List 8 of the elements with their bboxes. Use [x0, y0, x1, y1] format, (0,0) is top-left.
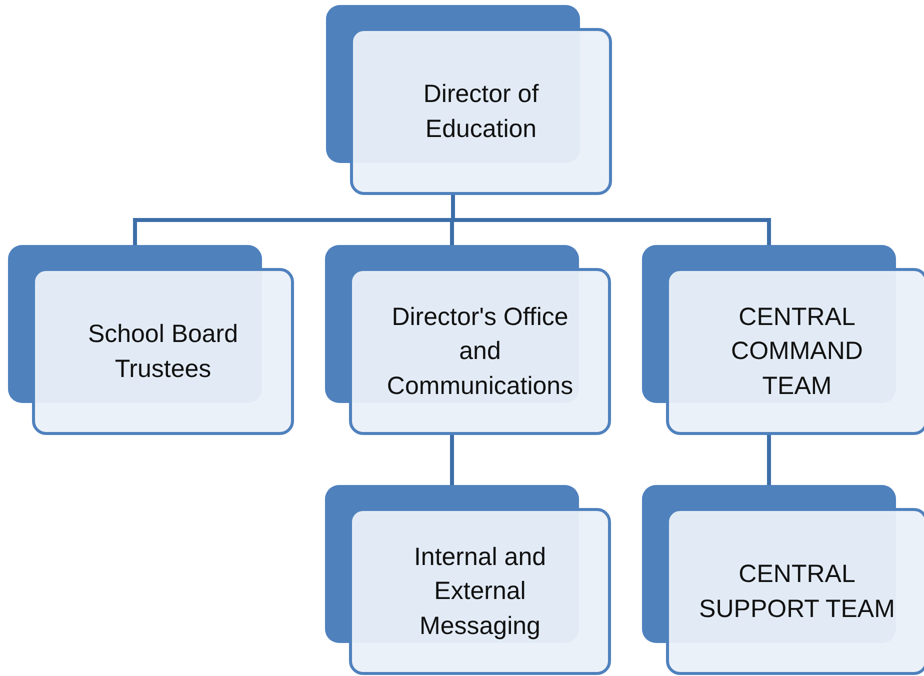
box-label: Director's Office and Communications [386, 302, 574, 402]
box-label: School Board Trustees [86, 319, 240, 384]
connector-line [450, 435, 454, 485]
box-label: Internal and External Messaging [412, 542, 548, 642]
box-label: CENTRAL SUPPORT TEAM [698, 559, 896, 624]
box-label: Director of Education [422, 79, 540, 144]
connector-line [767, 435, 771, 485]
box-label: CENTRAL COMMAND TEAM [730, 302, 864, 402]
